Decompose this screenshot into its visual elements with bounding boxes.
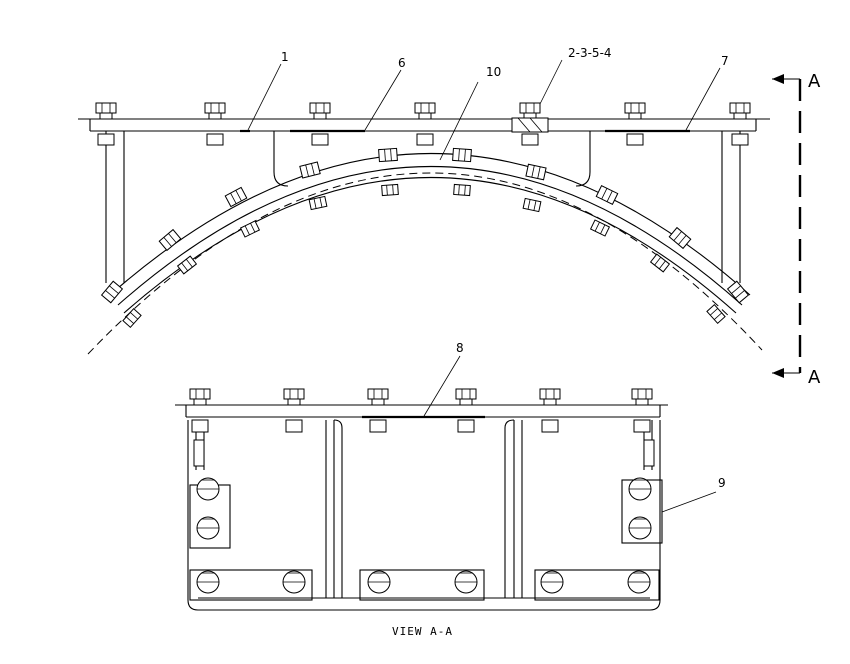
callout-8: 8 <box>456 341 464 355</box>
callout-1: 1 <box>281 50 289 64</box>
top-bolts <box>95 102 751 120</box>
arch-bolts <box>100 147 750 328</box>
view-a-a-assembly <box>175 355 717 611</box>
view-caption: VIEW A-A <box>392 625 453 638</box>
section-indicator <box>772 74 802 378</box>
left-post <box>105 131 125 283</box>
callout-9: 9 <box>718 476 726 490</box>
clamp-block <box>511 117 549 133</box>
section-letter-top: A <box>808 71 821 92</box>
view-top-nuts <box>191 419 651 433</box>
top-nuts <box>97 133 749 146</box>
top-assembly <box>78 59 770 355</box>
section-letter-bottom: A <box>808 367 821 388</box>
callout-10: 10 <box>486 65 501 79</box>
callout-2-3-5-4: 2-3-5-4 <box>568 46 612 60</box>
view-top-bolts <box>189 388 653 406</box>
view-bolt-heads <box>196 477 652 594</box>
right-post <box>721 131 741 283</box>
arch-band <box>87 152 763 355</box>
callout-6: 6 <box>398 56 406 70</box>
callout-7: 7 <box>721 54 729 68</box>
